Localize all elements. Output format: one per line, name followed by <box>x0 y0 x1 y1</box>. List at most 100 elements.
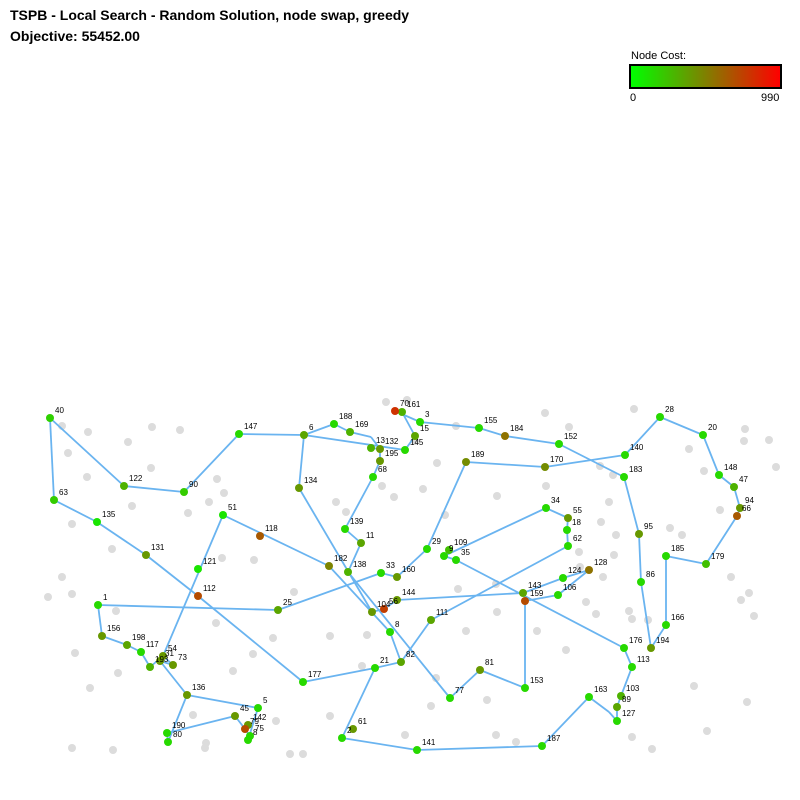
node-label: 31 <box>165 649 174 658</box>
selected-node <box>156 657 164 665</box>
node-label: 166 <box>671 613 685 622</box>
unselected-node <box>737 596 745 604</box>
unselected-node <box>427 702 435 710</box>
tour-edge <box>303 423 335 436</box>
node-label: 128 <box>594 558 608 567</box>
tour-edge <box>159 660 188 696</box>
tour-edge <box>443 507 547 557</box>
unselected-node <box>630 405 638 413</box>
tour-edge <box>702 434 720 476</box>
selected-node <box>736 504 744 512</box>
tour-edge <box>524 594 559 602</box>
node-label: 103 <box>626 684 640 693</box>
node-label: 62 <box>573 534 582 543</box>
selected-node <box>194 565 202 573</box>
selected-node <box>398 408 406 416</box>
node-label: 189 <box>471 450 485 459</box>
selected-nodes <box>46 407 744 754</box>
unselected-node <box>44 593 52 601</box>
node-label: 3 <box>425 410 430 419</box>
node-labels: 4063135131121511181821113968195132169188… <box>55 399 754 747</box>
selected-node <box>367 444 375 452</box>
selected-node <box>93 518 101 526</box>
unselected-node <box>605 498 613 506</box>
node-label: 169 <box>355 420 369 429</box>
node-label: 81 <box>485 658 494 667</box>
node-label: 1 <box>103 593 108 602</box>
unselected-node <box>512 738 520 746</box>
tour-edge <box>49 417 55 501</box>
unselected-node <box>218 554 226 562</box>
node-label: 45 <box>240 704 249 713</box>
tour-edge <box>183 433 240 493</box>
selected-node <box>371 664 379 672</box>
node-label: 28 <box>665 405 674 414</box>
tour-edge <box>298 487 373 613</box>
selected-node <box>231 712 239 720</box>
selected-node <box>325 562 333 570</box>
selected-node <box>349 725 357 733</box>
selected-node <box>440 552 448 560</box>
selected-node <box>146 663 154 671</box>
unselected-node <box>703 727 711 735</box>
selected-node <box>368 608 376 616</box>
node-label: 11 <box>366 531 375 540</box>
node-label: 89 <box>622 695 631 704</box>
node-label: 61 <box>358 717 367 726</box>
unselected-node <box>493 492 501 500</box>
unselected-node <box>108 545 116 553</box>
unselected-node <box>290 588 298 596</box>
unselected-node <box>562 646 570 654</box>
unselected-node <box>419 485 427 493</box>
tour-edge <box>197 595 304 683</box>
tour-edge <box>455 559 625 649</box>
legend-title: Node Cost: <box>631 50 687 62</box>
selected-node <box>635 530 643 538</box>
tour-edge <box>97 604 103 637</box>
tour-edge <box>659 416 704 436</box>
tour-edge <box>167 694 188 743</box>
tour-edge <box>303 434 406 451</box>
selected-node <box>617 692 625 700</box>
tour-edge <box>705 515 738 565</box>
unselected-node <box>286 750 294 758</box>
selected-node <box>554 591 562 599</box>
tour-edge <box>162 514 224 657</box>
unselected-node <box>326 712 334 720</box>
node-cost-gradient-bar <box>629 64 782 89</box>
tour-edge <box>479 669 526 689</box>
node-label: 113 <box>637 655 650 664</box>
node-label: 68 <box>378 465 387 474</box>
selected-node <box>662 621 670 629</box>
unselected-node <box>727 573 735 581</box>
unselected-node <box>147 464 155 472</box>
unselected-node <box>272 717 280 725</box>
selected-node <box>445 546 453 554</box>
node-label: 136 <box>192 683 206 692</box>
selected-node <box>563 526 571 534</box>
unselected-node <box>454 585 462 593</box>
tour-edge <box>638 533 642 583</box>
unselected-node <box>68 744 76 752</box>
unselected-node <box>112 607 120 615</box>
tour-edge <box>101 635 128 646</box>
unselected-node <box>68 590 76 598</box>
selected-node <box>180 488 188 496</box>
unselected-node <box>326 632 334 640</box>
node-label: 153 <box>530 676 544 685</box>
node-label: 159 <box>530 589 544 598</box>
node-label: 163 <box>594 685 608 694</box>
node-label: 194 <box>656 636 670 645</box>
unselected-node <box>342 508 350 516</box>
node-label: 190 <box>172 721 186 730</box>
selected-node <box>476 666 484 674</box>
unselected-node <box>148 423 156 431</box>
unselected-node <box>84 428 92 436</box>
unselected-node <box>745 589 753 597</box>
selected-node <box>219 511 227 519</box>
tour-edge <box>588 696 610 713</box>
selected-node <box>386 628 394 636</box>
unselected-node <box>493 608 501 616</box>
node-label: 95 <box>644 522 653 531</box>
node-label: 144 <box>402 588 416 597</box>
